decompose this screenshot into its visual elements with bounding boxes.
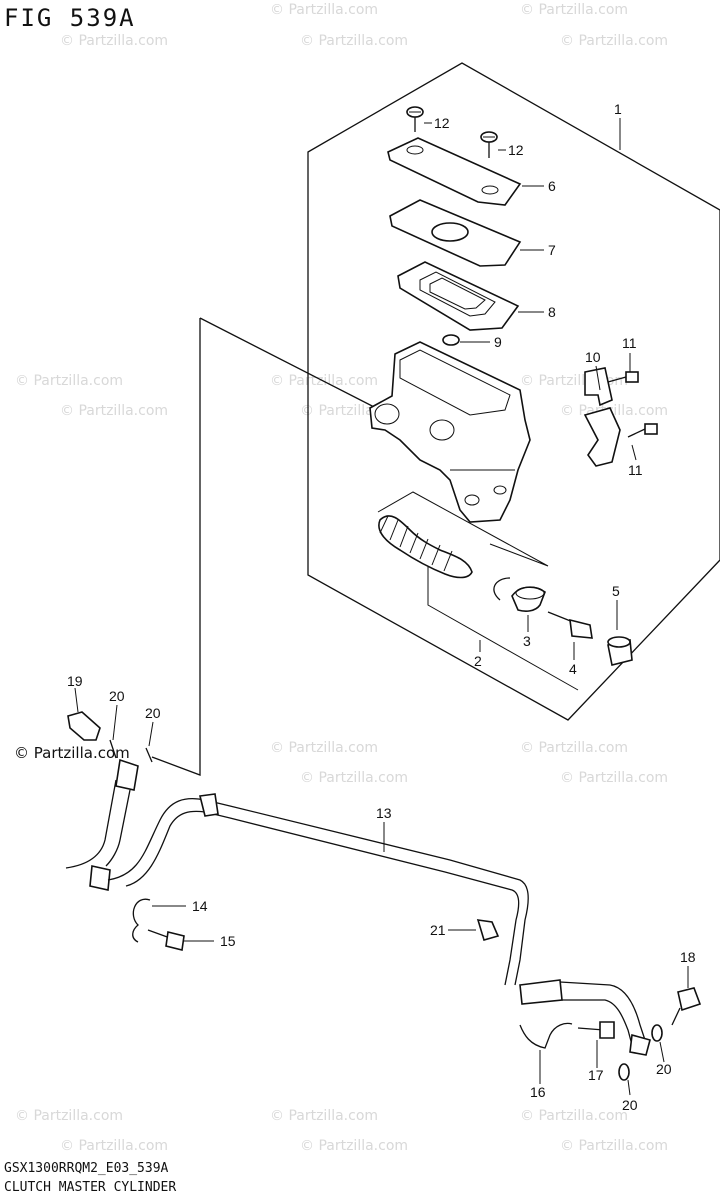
watermark: © Partzilla.com <box>60 33 168 49</box>
watermark: © Partzilla.com <box>520 2 628 18</box>
clamp-21 <box>476 919 500 941</box>
washer-20a <box>109 739 117 759</box>
watermark: © Partzilla.com <box>300 770 408 786</box>
callout-9: 9 <box>494 334 502 350</box>
callout-17: 17 <box>588 1067 604 1083</box>
watermark: © Partzilla.com <box>520 740 628 756</box>
callout-1: 1 <box>614 101 622 117</box>
callout-11: 11 <box>628 462 643 478</box>
clamp-bracket-10 <box>583 367 621 467</box>
callout-20: 20 <box>145 705 161 721</box>
clip-14 <box>132 898 151 943</box>
watermark-primary: © Partzilla.com <box>14 744 130 762</box>
clutch-hose-13 <box>65 758 529 986</box>
callout-8: 8 <box>548 304 556 320</box>
watermark: © Partzilla.com <box>15 373 123 389</box>
screw-12b <box>480 131 498 158</box>
washer-20d <box>618 1063 630 1081</box>
callout-3: 3 <box>523 633 531 649</box>
callout-15: 15 <box>220 933 236 949</box>
watermark: © Partzilla.com <box>15 1108 123 1124</box>
callout-7: 7 <box>548 242 556 258</box>
callout-13: 13 <box>376 805 392 821</box>
callout-18: 18 <box>680 949 696 965</box>
diagram-name: CLUTCH MASTER CYLINDER <box>4 1180 177 1195</box>
leader-kit <box>427 562 579 691</box>
leader-piston <box>377 491 549 567</box>
callout-10: 10 <box>585 349 601 365</box>
bolt-11b <box>627 423 658 438</box>
bolt-17 <box>577 1021 615 1039</box>
circlip <box>493 577 511 601</box>
washer-20b <box>145 747 153 763</box>
watermark: © Partzilla.com <box>560 33 668 49</box>
callout-19: 19 <box>67 673 83 689</box>
watermark: © Partzilla.com <box>560 770 668 786</box>
watermark: © Partzilla.com <box>300 33 408 49</box>
piston-boot-2 <box>378 515 473 579</box>
banjo-bolt-18 <box>671 987 702 1026</box>
model-code: GSX1300RRQM2_E03_539A <box>4 1161 169 1176</box>
callout-20: 20 <box>656 1061 672 1077</box>
pushrod-4 <box>547 611 593 639</box>
bolt-15 <box>147 929 185 951</box>
watermark: © Partzilla.com <box>270 740 378 756</box>
watermark: © Partzilla.com <box>300 1138 408 1154</box>
o-ring-9 <box>442 334 460 346</box>
watermark: © Partzilla.com <box>270 1108 378 1124</box>
callout-16: 16 <box>530 1084 546 1100</box>
callout-14: 14 <box>192 898 208 914</box>
callout-6: 6 <box>548 178 556 194</box>
callout-20: 20 <box>109 688 125 704</box>
callout-labels: 1 12 12 6 7 8 9 10 11 11 5 3 2 4 19 20 2… <box>67 101 696 1113</box>
callout-5: 5 <box>612 583 620 599</box>
bolt-11a <box>607 371 639 383</box>
cap-5 <box>607 636 633 666</box>
screw-12a <box>406 106 424 132</box>
assembly-1-boundary <box>307 62 720 721</box>
watermark: © Partzilla.com <box>560 1138 668 1154</box>
diaphragm-8 <box>397 261 520 331</box>
bracket-16 <box>519 1022 573 1049</box>
watermark: © Partzilla.com <box>60 403 168 419</box>
callout-2: 2 <box>474 653 482 669</box>
callout-21: 21 <box>430 922 446 938</box>
watermark: © Partzilla.com <box>270 2 378 18</box>
leader-hose-top <box>199 317 381 411</box>
leader-lines <box>74 118 689 1096</box>
banjo-bolt-19 <box>67 711 101 741</box>
callout-12: 12 <box>434 115 450 131</box>
master-cylinder-body <box>369 341 531 523</box>
callout-12: 12 <box>508 142 524 158</box>
callout-20: 20 <box>622 1097 638 1113</box>
figure-title: FIG 539A <box>4 4 136 32</box>
reservoir-cover-6 <box>387 137 522 206</box>
watermark: © Partzilla.com <box>520 1108 628 1124</box>
watermark-layer: © Partzilla.com © Partzilla.com © Partzi… <box>14 2 668 1154</box>
callout-11: 11 <box>622 335 637 351</box>
clutch-hose-lower <box>519 979 651 1056</box>
callout-4: 4 <box>569 661 577 677</box>
watermark: © Partzilla.com <box>60 1138 168 1154</box>
leader-hose-assembly <box>151 318 201 776</box>
diaphragm-plate-7 <box>389 199 522 267</box>
boot-3 <box>511 586 546 612</box>
washer-20c <box>651 1024 663 1042</box>
